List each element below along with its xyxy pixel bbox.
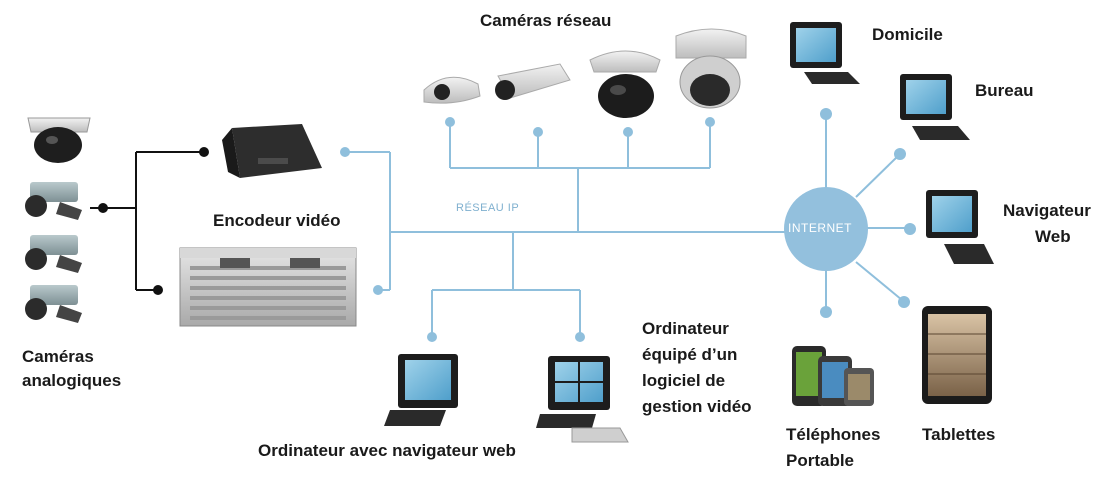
box-camera-icon (25, 182, 82, 220)
vms-pc-label-line2: équipé d’un (642, 345, 738, 364)
network-cameras-label: Caméras réseau (480, 11, 612, 30)
analog-cameras-label-line1: Caméras (22, 347, 94, 366)
home-label: Domicile (872, 25, 943, 44)
pc-web-browser-label: Ordinateur avec navigateur web (258, 441, 516, 460)
smartphone-icon (792, 346, 874, 406)
vms-pc-label-line1: Ordinateur (642, 319, 729, 338)
phones-label-line1: Téléphones (786, 425, 881, 444)
encoder-rack-icon (179, 247, 357, 327)
vms-pc-label-line3: logiciel de (642, 371, 726, 390)
computer-icon (926, 190, 994, 264)
analog-wiring-dots (98, 147, 209, 295)
tablet-icon (922, 306, 992, 404)
internet-node (784, 187, 868, 271)
ip-network-label: RÉSEAU IP (456, 202, 520, 214)
ptz-camera-icon (675, 28, 747, 109)
ip-network-lines (345, 115, 908, 335)
network-node-dots (340, 108, 916, 342)
computer-icon (790, 22, 860, 84)
dome-camera-icon (423, 76, 481, 104)
video-encoder-label: Encodeur vidéo (213, 211, 341, 230)
web-browser-label-line2: Web (1035, 227, 1071, 246)
computer-icon (900, 74, 970, 140)
computer-icon (536, 356, 629, 443)
analog-wiring (90, 151, 204, 291)
box-camera-icon (25, 235, 82, 273)
dome-camera-icon (27, 117, 91, 163)
web-browser-label-line1: Navigateur (1003, 201, 1091, 220)
box-camera-icon (25, 285, 82, 323)
tablets-label: Tablettes (922, 425, 996, 444)
video-encoder-icon (222, 124, 322, 178)
analog-cameras-label-line2: analogiques (22, 371, 122, 390)
computer-icon (384, 354, 458, 426)
internet-label: INTERNET (788, 221, 852, 235)
dome-camera-icon (589, 50, 661, 118)
vms-pc-label-line4: gestion vidéo (642, 397, 752, 416)
office-label: Bureau (975, 81, 1034, 100)
phones-label-line2: Portable (786, 451, 855, 470)
bullet-camera-icon (495, 63, 571, 100)
